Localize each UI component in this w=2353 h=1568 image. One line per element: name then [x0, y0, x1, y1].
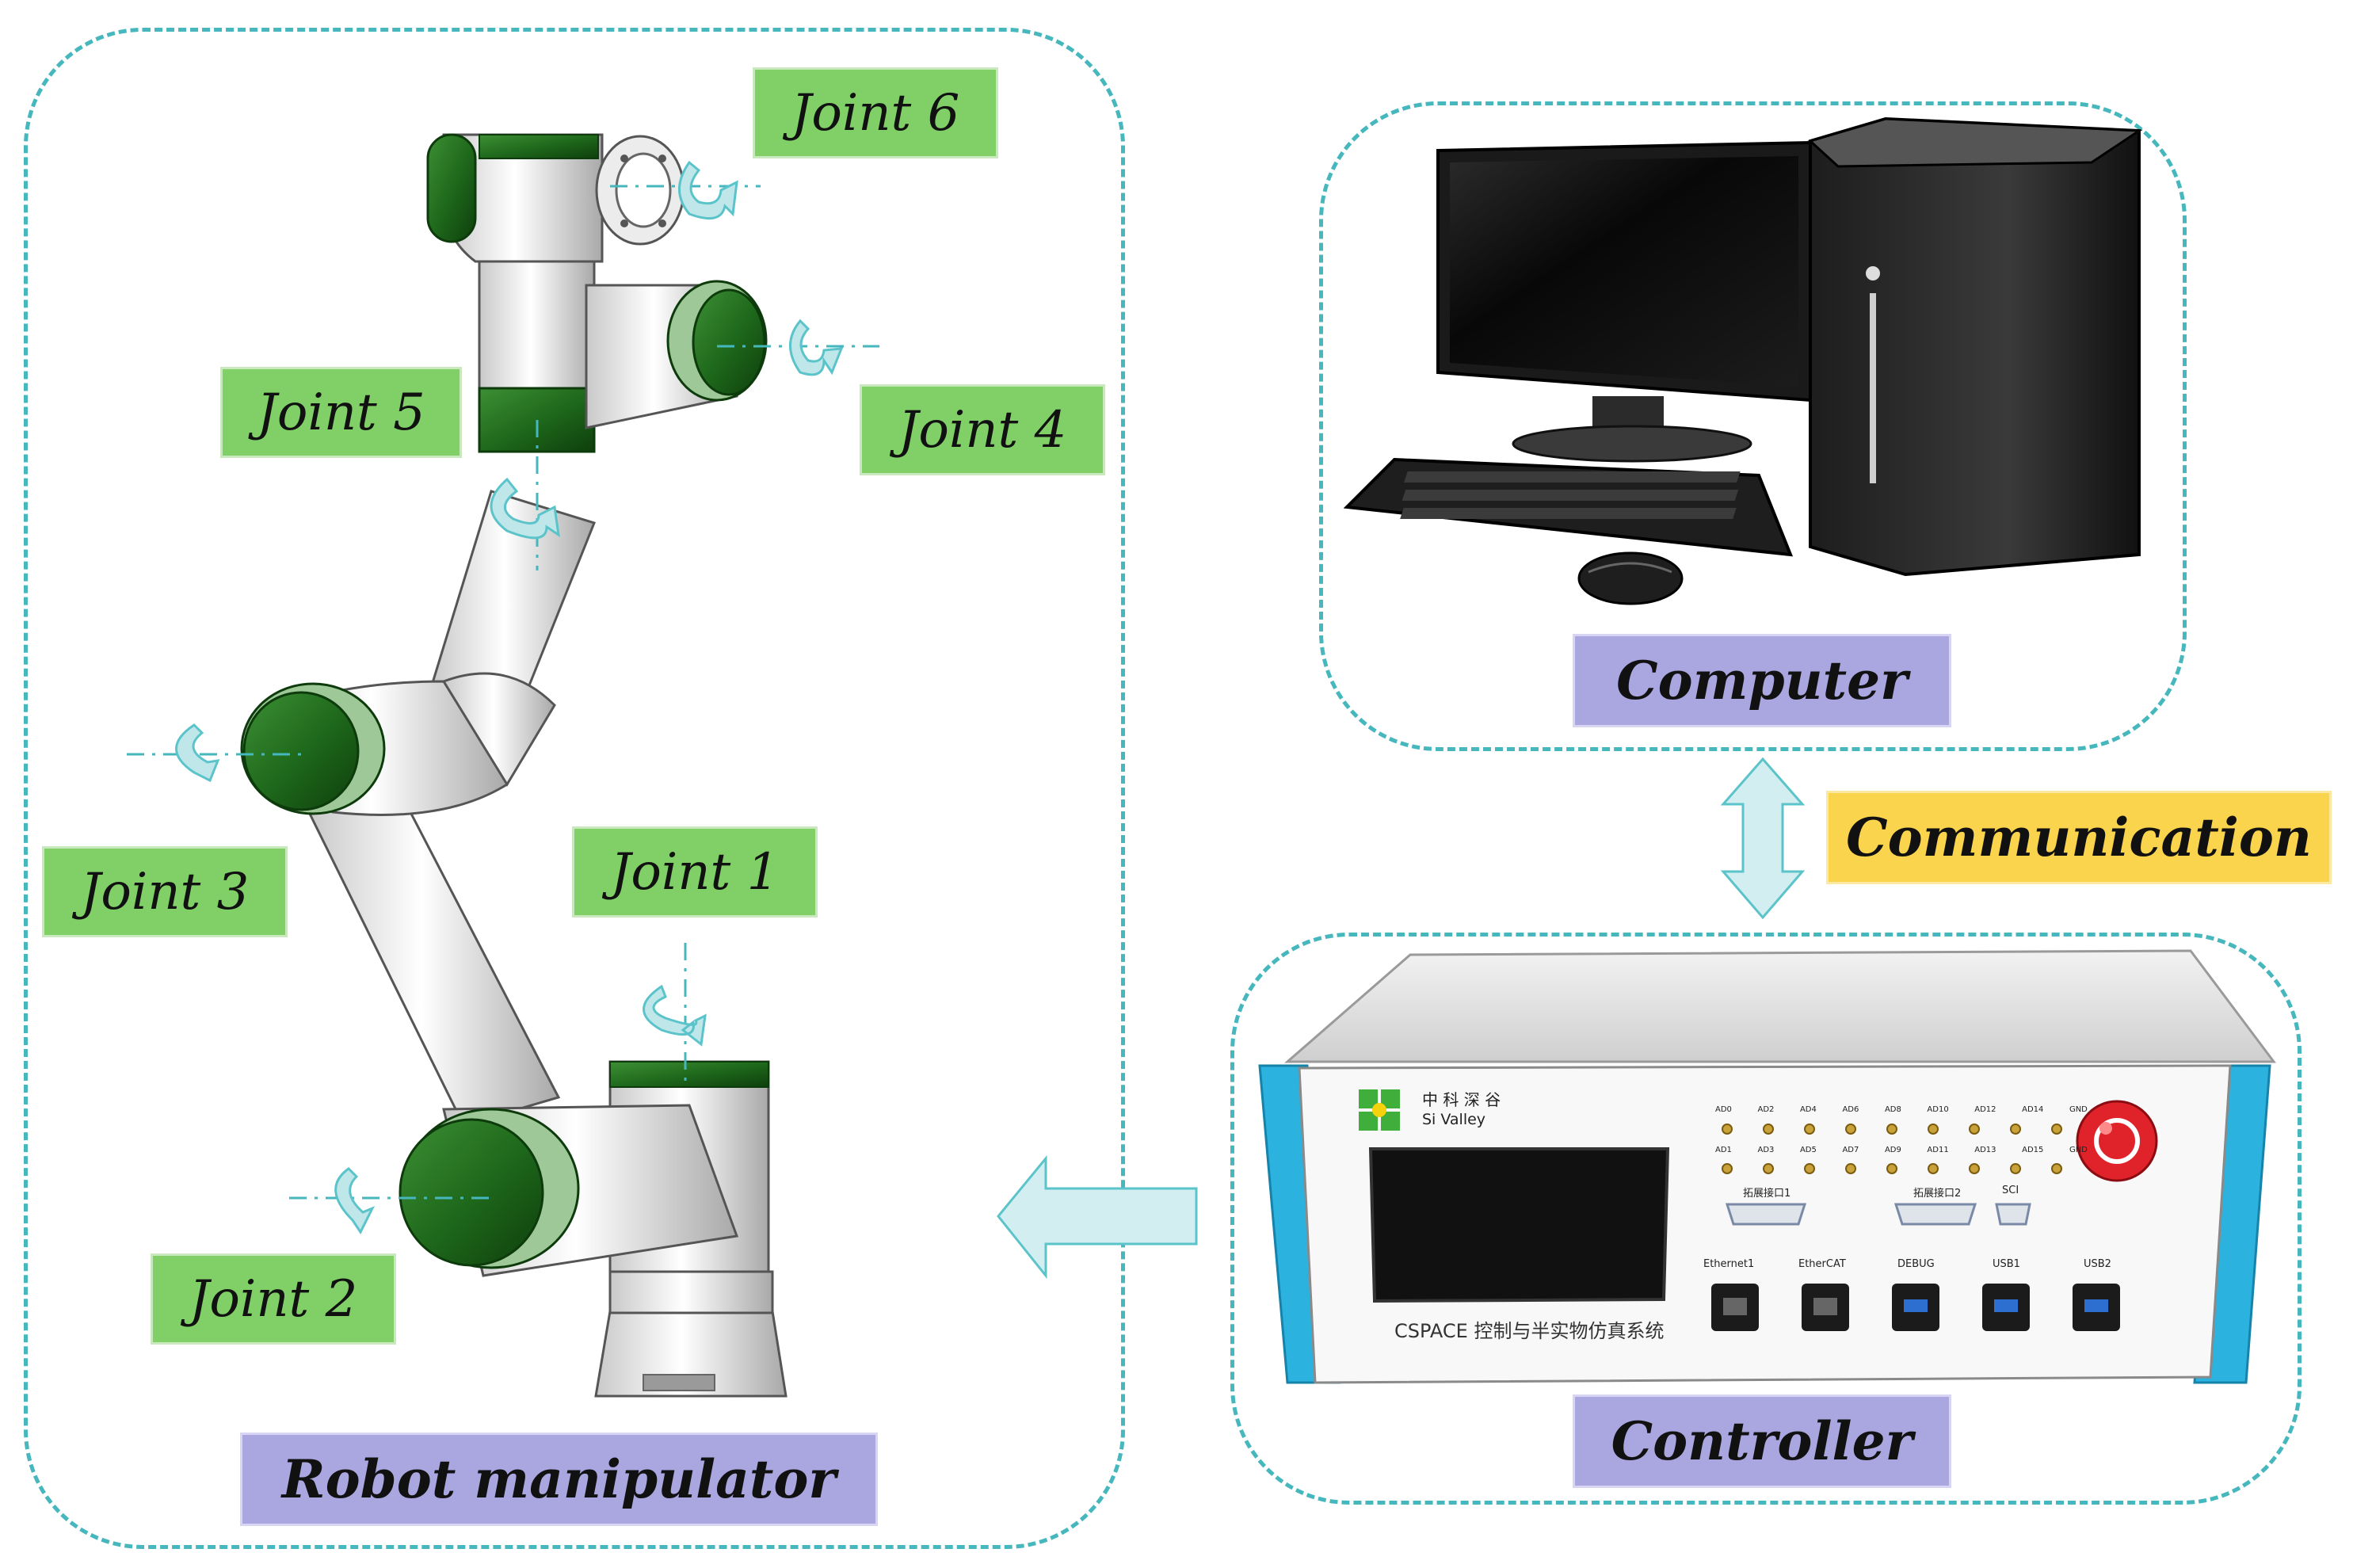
brand-cn-text: 中 科 深 谷 — [1422, 1090, 1501, 1109]
port-label: USB1 — [1993, 1258, 2020, 1270]
joint-3-cap — [240, 682, 386, 815]
ad-label: AD11 — [1927, 1146, 1949, 1154]
computer-illustration — [1343, 116, 2143, 605]
controller-label: Controller — [1573, 1394, 1951, 1488]
ad-label: AD1 — [1715, 1146, 1732, 1154]
joint-6-label: Joint 6 — [753, 67, 998, 158]
robot-panel-frame — [24, 28, 1125, 1549]
ad-terminals — [1722, 1124, 2062, 1174]
port-label: DEBUG — [1897, 1258, 1935, 1270]
joint-3-label: Joint 3 — [42, 846, 288, 937]
ad-label: GND — [2069, 1146, 2088, 1154]
ad-label: AD3 — [1757, 1146, 1775, 1154]
emergency-stop-button — [2076, 1100, 2158, 1182]
control-arrow — [997, 1154, 1198, 1280]
ad-label: GND — [2069, 1105, 2088, 1114]
joint-4-cap — [666, 280, 768, 402]
communication-arrow — [1720, 757, 1806, 920]
tool-flange — [595, 135, 685, 246]
connector-label: 拓展接口1 — [1743, 1188, 1791, 1200]
ad-label: AD6 — [1842, 1105, 1859, 1114]
ad-label: AD2 — [1757, 1105, 1775, 1114]
joint-1-label: Joint 1 — [572, 826, 818, 918]
connector-label: 拓展接口2 — [1913, 1188, 1962, 1200]
joint-5-label: Joint 5 — [220, 367, 462, 458]
ad-label: AD13 — [1974, 1146, 1996, 1154]
computer-panel-frame — [1319, 101, 2187, 751]
joint-2-label: Joint 2 — [151, 1253, 396, 1345]
connector-label: SCI — [2002, 1185, 2019, 1196]
monitor-screen — [1450, 156, 1798, 387]
system-name-text: CSPACE 控制与半实物仿真系统 — [1394, 1320, 1665, 1342]
pc-tower — [1809, 116, 2141, 577]
ad-label: AD4 — [1799, 1105, 1817, 1114]
computer-label: Computer — [1573, 634, 1951, 727]
brand-en-text: Si Valley — [1422, 1111, 1486, 1128]
port-sockets — [1711, 1284, 2120, 1331]
communication-label: Communication — [1826, 791, 2332, 884]
ad-label: AD14 — [2022, 1105, 2044, 1114]
ad-label: AD5 — [1799, 1146, 1817, 1154]
joint-4-label: Joint 4 — [860, 384, 1105, 475]
ad-label: AD8 — [1884, 1105, 1901, 1114]
rotation-arrows — [175, 160, 844, 1234]
ad-row-1: AD0 AD2 AD4 AD6 AD8 AD10 AD12 AD14 GND — [1715, 1105, 2088, 1114]
controller-top — [1283, 949, 2276, 1063]
ad-row-2: AD1 AD3 AD5 AD7 AD9 AD11 AD13 AD15 GND — [1715, 1146, 2088, 1154]
robot-arm — [240, 133, 788, 1398]
ad-label: AD15 — [2022, 1146, 2044, 1154]
ad-label: AD10 — [1927, 1105, 1949, 1114]
robot-manipulator-label: Robot manipulator — [240, 1433, 878, 1526]
keyboard — [1343, 457, 1794, 557]
joint-2-cap — [399, 1108, 580, 1269]
si-valley-logo — [1359, 1089, 1400, 1131]
lower-link — [307, 791, 561, 1127]
ad-label: AD12 — [1974, 1105, 1996, 1114]
ad-label: AD9 — [1884, 1146, 1901, 1154]
controller-panel-frame — [1230, 933, 2302, 1505]
db-connectors — [1725, 1203, 2031, 1226]
port-label: USB2 — [2084, 1258, 2111, 1270]
port-label: EtherCAT — [1798, 1258, 1846, 1270]
controller-display — [1368, 1147, 1670, 1303]
port-label: Ethernet1 — [1703, 1258, 1755, 1270]
ad-label: AD7 — [1842, 1146, 1859, 1154]
ad-label: AD0 — [1715, 1105, 1732, 1114]
controller-illustration — [1258, 949, 2276, 1384]
mouse — [1577, 551, 1684, 605]
